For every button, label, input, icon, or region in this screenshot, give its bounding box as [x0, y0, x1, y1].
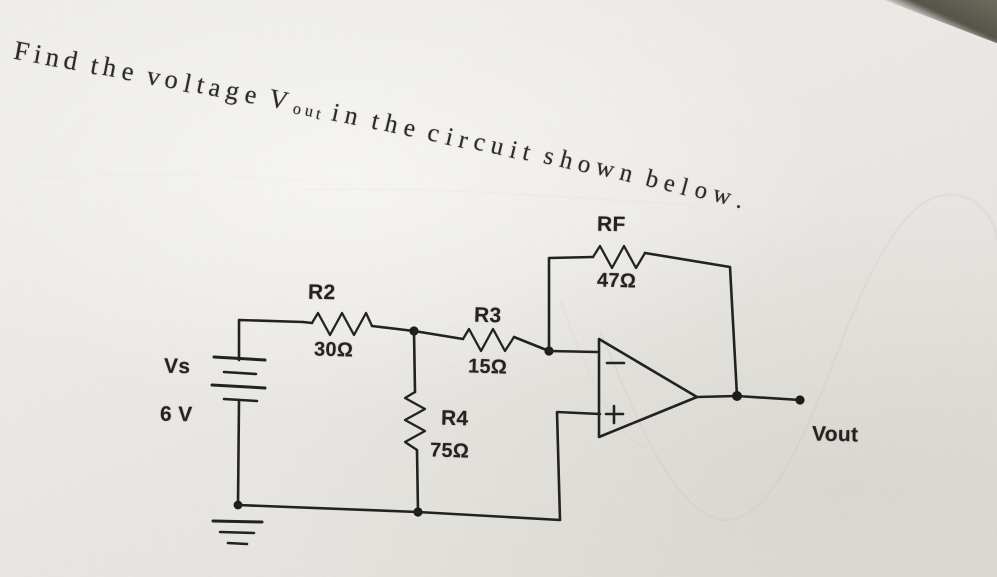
wire-node-to-minus-input [547, 349, 599, 354]
wire-output [695, 394, 802, 402]
resistor-r3 [412, 327, 551, 353]
ground-symbol [211, 519, 264, 546]
label-r2-ref: R2 [307, 280, 336, 305]
label-r2-value: 30Ω [313, 338, 354, 362]
plus-input-marker [604, 404, 625, 425]
label-source-ref: Vs [163, 354, 191, 379]
label-output: Vout [811, 422, 859, 447]
label-rf-ref: RF [596, 212, 626, 237]
wire-source-to-ground [236, 398, 241, 507]
output-terminal [795, 395, 805, 405]
label-source-value: 6 V [159, 402, 193, 427]
resistor-rf [547, 244, 739, 398]
label-rf-value: 47Ω [596, 269, 637, 293]
wire-bottom-ground-rail [236, 503, 562, 522]
node-output [732, 391, 742, 401]
resistor-r2 [301, 311, 416, 337]
label-r3-ref: R3 [473, 303, 502, 328]
resistor-r4 [403, 329, 427, 514]
wire-ground-to-plus-input [555, 410, 602, 522]
label-r4-value: 75Ω [429, 439, 470, 463]
battery-symbol [210, 355, 267, 403]
label-r4-ref: R4 [440, 406, 469, 431]
wire-source-to-r2 [237, 318, 305, 362]
label-r3-value: 15Ω [467, 355, 508, 379]
